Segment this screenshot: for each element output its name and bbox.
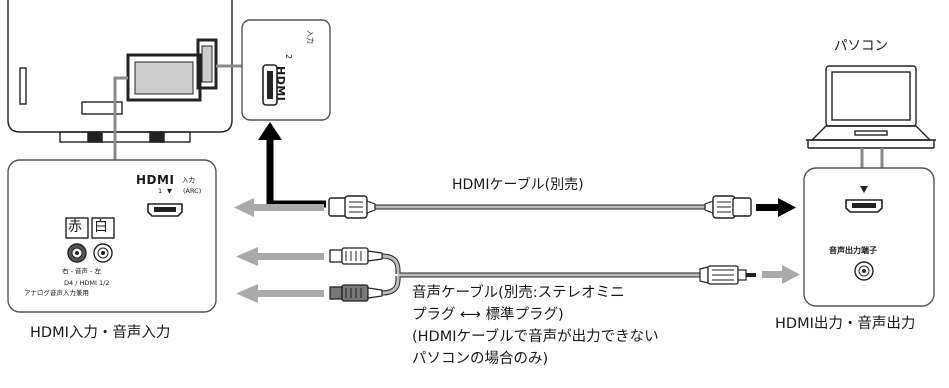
tv-panel-arc-label: (ARC) (183, 187, 202, 195)
side-zoom-port-number: 2 (284, 54, 293, 60)
audio-cable-note: 音声ケーブル(別売:ステレオミニ プラグ ⟷ 標準プラグ) (HDMIケーブルで… (412, 285, 659, 367)
side-zoom-hdmi-logo: HDMI (274, 66, 287, 102)
audio-white-label: 白 (94, 219, 108, 235)
pc-audio-out-label: 音声出力端子 (829, 246, 877, 255)
audio-source-label: D4 / HDMI 1/2 (64, 279, 110, 287)
tv-panel-port-arrow: ▼ (167, 187, 172, 195)
tv-rear-illustration (7, 0, 233, 143)
pc-terminal-panel (803, 167, 935, 307)
pc-title: パソコン (834, 38, 888, 54)
audio-signal-arrows (236, 247, 800, 303)
hdmi-cable (328, 195, 752, 219)
audio-cable (329, 247, 756, 302)
tv-panel-caption: HDMI入力・音声入力 (30, 325, 171, 341)
tv-side-zoom-panel (241, 19, 331, 121)
tv-panel-input-label: 入力 (182, 176, 195, 184)
laptop-callout-lines (860, 148, 884, 168)
tv-panel-port-number: 1 (158, 187, 163, 195)
tv-panel-hdmi-logo: HDMI (136, 173, 175, 187)
tv-main-terminal-panel (7, 159, 217, 313)
laptop-illustration (806, 65, 936, 149)
side-zoom-input-label: 入力 (306, 30, 314, 44)
audio-lr-label: 右 - 音声 - 左 (62, 267, 101, 275)
audio-red-label: 赤 (68, 219, 82, 235)
zoom-callout-lines (113, 64, 242, 160)
audio-analog-label: アナログ音声入力兼用 (24, 289, 89, 297)
pc-caption: HDMI出力・音声出力 (775, 316, 916, 332)
hdmi-cable-label: HDMIケーブル(別売) (452, 177, 584, 193)
hdmi-signal-arrows (234, 122, 796, 217)
